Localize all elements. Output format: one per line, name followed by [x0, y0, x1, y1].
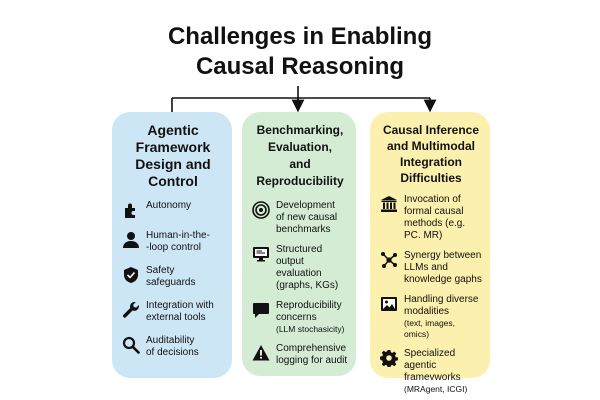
list-item-benchmarks: Development of new causal benchmarks [252, 200, 348, 236]
list-item-formal-methods: Invocation of formal causal methods (e.g… [380, 194, 482, 242]
header-line: and Reproducibility [256, 157, 344, 188]
item-label: Handling diverse modalities (text, image… [404, 294, 479, 339]
target-icon [252, 201, 270, 219]
column-header: Agentic Framework Design and Control [122, 122, 224, 190]
item-label: Reproducibility concerns (LLM stochasici… [276, 300, 345, 334]
network-icon [380, 251, 398, 269]
column-agentic-framework: Agentic Framework Design and Control Aut… [112, 112, 232, 378]
warning-icon [252, 344, 270, 362]
item-label: Specialized agentic framevworks (MRAgent… [404, 348, 468, 394]
person-icon [122, 231, 140, 249]
list-item-reproducibility: Reproducibility concerns (LLM stochasici… [252, 300, 348, 335]
header-line: Evaluation, [267, 140, 332, 154]
chat-bubble-icon [252, 301, 270, 319]
header-line: Agentic [147, 122, 199, 138]
item-label: Auditability of decisions [146, 335, 199, 358]
list-item-autonomy: Autonomy [122, 200, 224, 219]
monitor-icon [252, 245, 270, 263]
item-label: Invocation of formal causal methods (e.g… [404, 194, 466, 241]
header-line: and Multimodal [387, 139, 475, 153]
title-line-2: Causal Reasoning [195, 53, 405, 80]
header-line: Integration [400, 155, 462, 169]
item-label: Synergy between LLMs and knowledge gaphs [404, 250, 482, 285]
header-line: Difficulties [400, 171, 462, 185]
item-label: Autonomy [146, 200, 192, 211]
wrench-icon [122, 301, 140, 319]
title-line-1: Challenges in Enabling [167, 23, 433, 50]
list-item-structured-output: Structured output evaluation (graphs, KG… [252, 244, 348, 292]
item-label: Human-in-the- -loop control [146, 230, 210, 253]
shield-icon [122, 266, 140, 284]
column-header: Causal Inference and Multimodal Integrat… [380, 122, 482, 186]
header-line: Framework [135, 139, 211, 155]
item-label: Comprehensive logging for audit [276, 343, 348, 366]
column-causal-inference: Causal Inference and Multimodal Integrat… [370, 112, 490, 394]
list-item-auditability: Auditability of decisions [122, 335, 224, 359]
list-item-synergy: Synergy between LLMs and knowledge gaphs [380, 250, 482, 286]
list-item-agentic-frameworks: Specialized agentic framevworks (MRAgent… [380, 348, 482, 395]
header-line: Control [148, 173, 198, 189]
header-line: Benchmarking, [256, 123, 344, 137]
puzzle-icon [122, 201, 140, 219]
item-label: Development of new causal benchmarks [276, 200, 338, 235]
item-label: Structured output evaluation (graphs, KG… [276, 244, 339, 291]
bank-icon [380, 195, 398, 213]
list-item-modalities: Handling diverse modalities (text, image… [380, 294, 482, 340]
header-line: Causal Inference [382, 123, 480, 137]
item-label: Integration with external tools [146, 300, 214, 323]
list-item-safety: Safety safeguards [122, 265, 224, 289]
header-line: Design and [135, 156, 211, 172]
gear-icon [380, 349, 398, 367]
column-benchmarking: Benchmarking, Evaluation, and Reproducib… [242, 112, 356, 376]
list-item-logging: Comprehensive logging for audit [252, 343, 348, 367]
magnifier-icon [122, 336, 140, 354]
list-item-human-in-loop: Human-in-the- -loop control [122, 230, 224, 254]
item-label: Safety safeguards [146, 265, 196, 288]
list-item-integration: Integration with external tools [122, 300, 224, 324]
image-icon [380, 295, 398, 313]
diagram-title: Challenges in Enabling Causal Reasoning [0, 22, 600, 82]
column-header: Benchmarking, Evaluation, and Reproducib… [252, 122, 348, 190]
